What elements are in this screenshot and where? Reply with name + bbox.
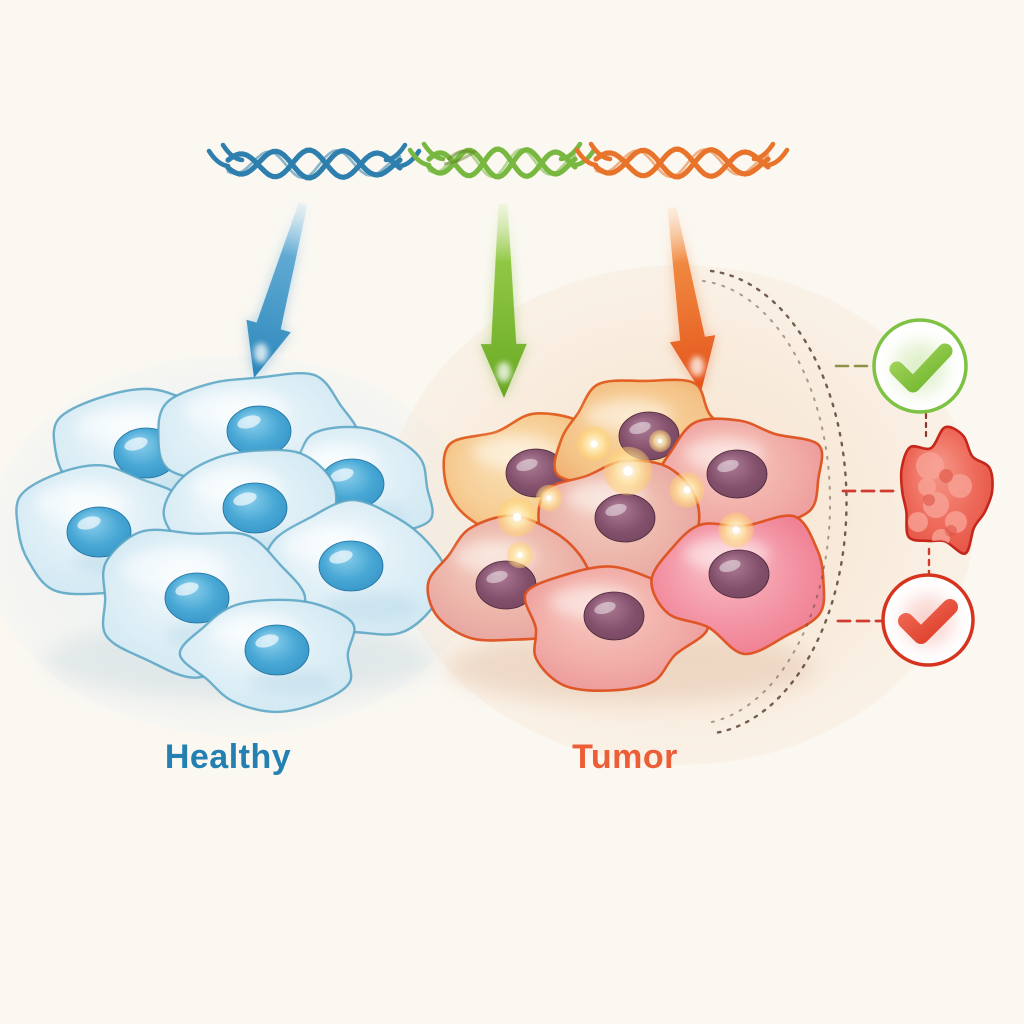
healthy-cell <box>178 598 356 714</box>
green-down-arrow-icon <box>480 204 527 398</box>
check-glyph <box>898 599 958 644</box>
cell-nucleus <box>583 591 645 641</box>
blue-down-arrow-icon <box>246 202 308 378</box>
sparkle-glow-icon <box>506 541 534 569</box>
blue-dna-helix-icon <box>206 142 422 181</box>
sparkle-glow-icon <box>535 484 563 512</box>
cell-nucleus <box>226 405 292 457</box>
indicator-column <box>872 318 994 667</box>
dotted-boundary-arc <box>702 269 848 735</box>
cell-nucleus <box>318 540 384 592</box>
sparkle-glow-icon <box>576 426 612 462</box>
sparkle-glow-icon <box>669 472 705 508</box>
healthy-label: Healthy <box>164 738 292 776</box>
cell-nucleus <box>244 624 310 676</box>
cell-nucleus <box>594 493 656 543</box>
sparkle-glow-icon <box>603 446 653 496</box>
tumor-mass-icon <box>899 425 994 555</box>
healthy-cell-cluster <box>15 371 448 714</box>
sparkle-glow-icon <box>649 430 671 452</box>
red-check-circle-icon <box>881 573 975 667</box>
orange-down-arrow-icon <box>667 207 716 392</box>
check-glyph <box>889 343 953 393</box>
sparkle-glow-icon <box>718 512 754 548</box>
dashed-connectors <box>834 364 931 623</box>
tumor-cell-cluster <box>426 378 826 693</box>
sparkle-glow-icon <box>497 497 537 537</box>
cell-nucleus <box>708 549 770 599</box>
green-dna-helix-icon <box>407 141 597 180</box>
orange-dna-helix-icon <box>574 141 790 180</box>
green-check-circle-icon <box>872 318 968 414</box>
tumor-cell <box>650 514 826 656</box>
cell-nucleus <box>222 482 288 534</box>
tumor-label: Tumor <box>572 738 678 776</box>
cell-nucleus <box>706 449 768 499</box>
